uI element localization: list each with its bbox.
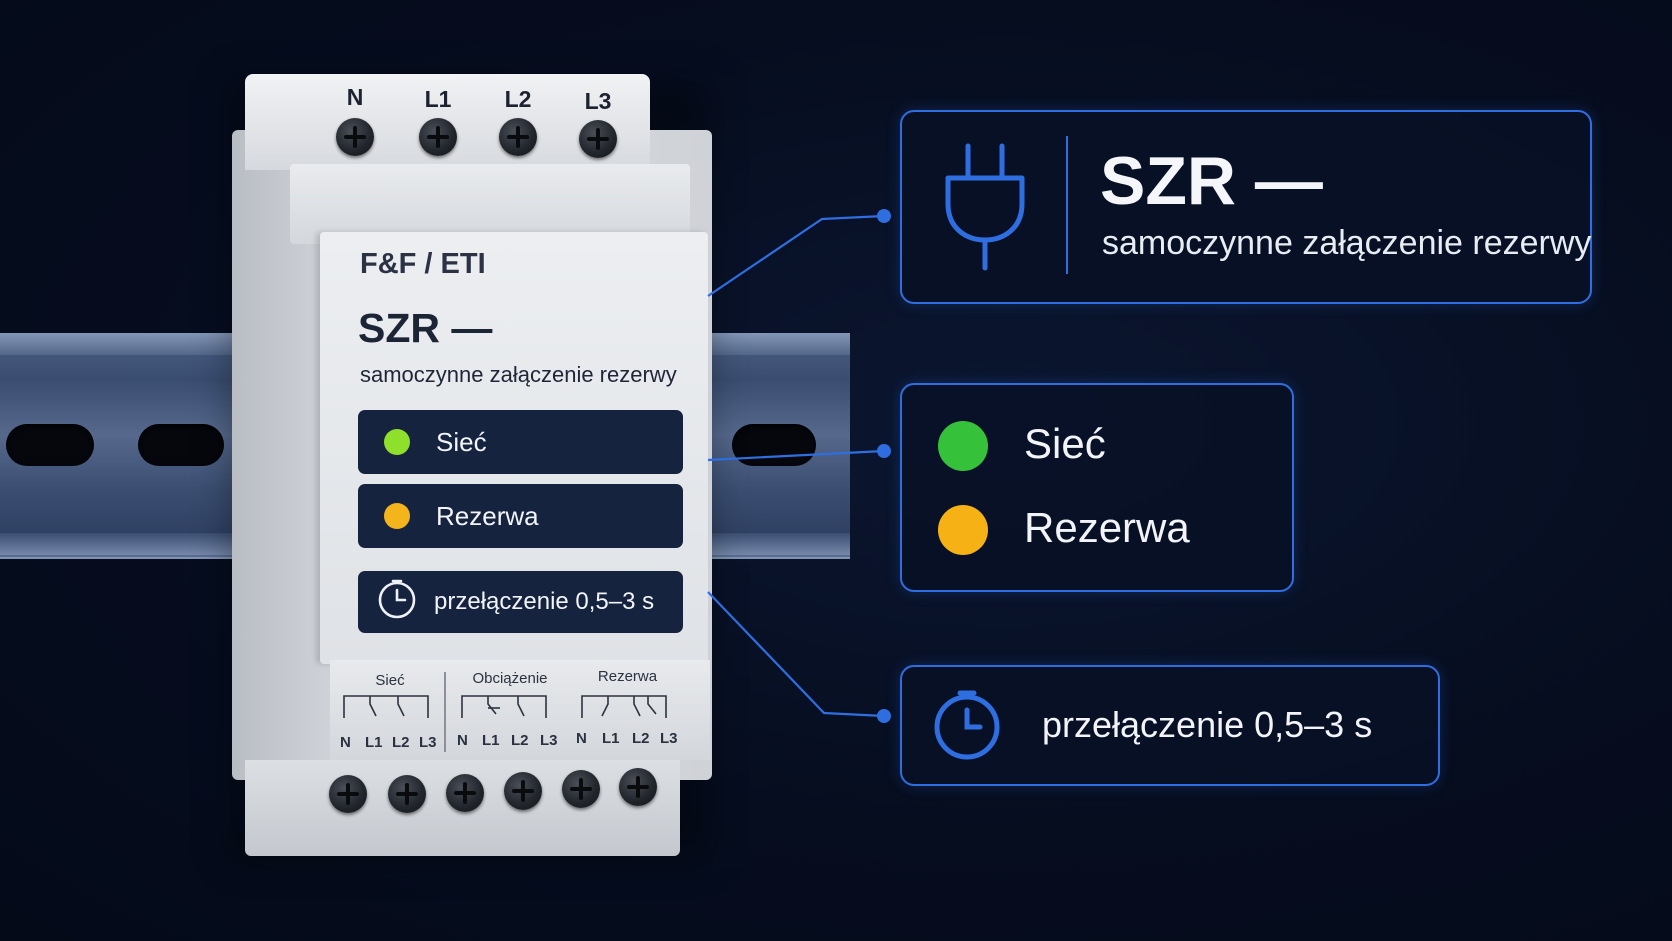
schematic-terminal-label: N: [340, 734, 351, 751]
device-indicator-label: Sieć: [436, 426, 487, 457]
terminal-screw-icon: [419, 118, 457, 156]
rail-slot: [138, 424, 224, 466]
terminal-screw-icon: [579, 120, 617, 158]
clock-icon: [376, 578, 418, 627]
callout-switch-time-text: przełączenie 0,5–3 s: [1042, 704, 1373, 745]
schematic-group-label: Rezerwa: [597, 668, 658, 685]
device-title: SZR —: [358, 305, 493, 351]
schematic-terminal-label: L1: [482, 732, 500, 749]
callout-indicator-label: Sieć: [1024, 420, 1106, 467]
schematic-terminal-label: L1: [365, 734, 383, 751]
top-terminal-label: L2: [504, 86, 532, 112]
terminal-screw-icon: [336, 118, 374, 156]
callout-indicators: [900, 383, 1294, 592]
schematic-terminal-label: L3: [419, 734, 437, 751]
device-indicator-label: Rezerwa: [436, 500, 539, 531]
rail-slot: [6, 424, 94, 466]
schematic-terminal-label: N: [576, 730, 587, 747]
schematic-terminal-label: L1: [602, 730, 620, 747]
terminal-screw-icon: [562, 770, 600, 808]
callout-switch-time: [900, 665, 1440, 786]
callout-subtitle: samoczynne załączenie rezerwy: [1102, 224, 1592, 262]
device-switch-time: przełączenie 0,5–3 s: [434, 588, 655, 615]
terminal-screw-icon: [388, 775, 426, 813]
callout-title-text: SZR —: [1100, 143, 1323, 219]
terminal-screw-icon: [446, 774, 484, 812]
schematic-terminal-label: L2: [511, 732, 529, 749]
top-terminal-label: L3: [584, 88, 612, 114]
schematic-terminal-label: N: [457, 732, 468, 749]
callout-indicator-label: Rezerwa: [1024, 504, 1190, 551]
schematic-divider: [444, 672, 446, 752]
schematic-group-label: Obciążenie: [472, 670, 548, 687]
device-brand: F&F / ETI: [360, 248, 486, 280]
device-indicator-row: Rezerwa: [358, 484, 683, 548]
led-green-icon: [384, 429, 410, 455]
device-switch-time-row: przełączenie 0,5–3 s: [358, 571, 683, 633]
schematic-terminal-label: L3: [540, 732, 558, 749]
schematic-terminal-label: L2: [392, 734, 410, 751]
top-terminal-label: N: [346, 84, 364, 110]
callout-divider: [1066, 136, 1068, 274]
led-orange-icon: [938, 505, 988, 555]
clock-icon: [930, 688, 1004, 767]
top-terminal-label: L1: [424, 86, 452, 112]
plug-icon: [940, 140, 1030, 281]
led-orange-icon: [384, 503, 410, 529]
callout-title: [900, 110, 1592, 304]
schematic-group-label: Sieć: [375, 672, 405, 689]
device-upper-step: [290, 164, 690, 244]
schematic-terminal-label: L2: [632, 730, 650, 747]
terminal-screw-icon: [504, 772, 542, 810]
schematic-terminal-label: L3: [660, 730, 678, 747]
device-subtitle: samoczynne załączenie rezerwy: [360, 362, 677, 387]
device-indicator-row: Sieć: [358, 410, 683, 474]
terminal-screw-icon: [499, 118, 537, 156]
device-schematic-area: [330, 660, 710, 760]
led-green-icon: [938, 421, 988, 471]
terminal-screw-icon: [619, 768, 657, 806]
switch-schematic-icon: [343, 695, 667, 718]
terminal-screw-icon: [329, 775, 367, 813]
